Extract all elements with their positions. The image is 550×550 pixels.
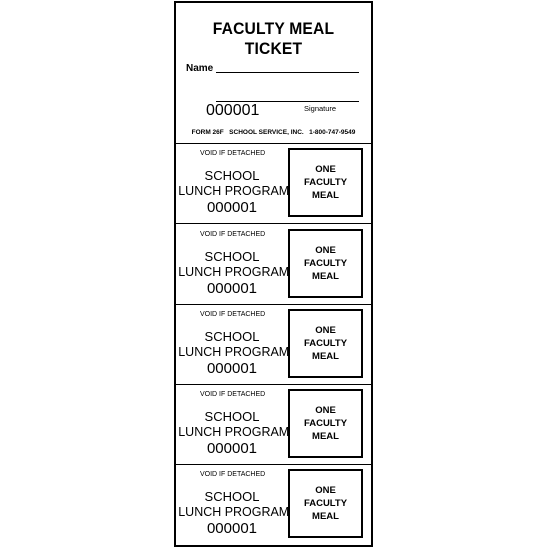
stub-line1: SCHOOL bbox=[204, 249, 260, 264]
meal-line2: FACULTY bbox=[303, 498, 348, 509]
meal-line1: ONE bbox=[315, 245, 336, 256]
stub-line2: LUNCH PROGRAM bbox=[178, 183, 290, 198]
meal-line1: ONE bbox=[315, 325, 336, 336]
meal-ticket: FACULTY MEAL TICKET Name 000001 Signatur… bbox=[174, 1, 373, 547]
meal-line2: FACULTY bbox=[303, 177, 348, 188]
ticket-serial: 000001 bbox=[206, 102, 260, 119]
name-line bbox=[216, 72, 359, 73]
meal-box: ONE FACULTY MEAL bbox=[288, 229, 363, 298]
void-notice: VOID IF DETACHED bbox=[200, 391, 266, 398]
meal-box: ONE FACULTY MEAL bbox=[288, 148, 363, 217]
ticket-stub: VOID IF DETACHED SCHOOL LUNCH PROGRAM 00… bbox=[176, 224, 371, 305]
signature-line bbox=[216, 101, 359, 102]
meal-line2: FACULTY bbox=[303, 418, 348, 429]
stub-serial: 000001 bbox=[206, 360, 258, 377]
stub-line1: SCHOOL bbox=[204, 329, 260, 344]
form-line: FORM 26F SCHOOL SERVICE, INC. 1-800-747-… bbox=[191, 129, 356, 136]
meal-line1: ONE bbox=[315, 164, 336, 175]
stub-line2: LUNCH PROGRAM bbox=[178, 504, 290, 519]
meal-line3: MEAL bbox=[312, 351, 339, 362]
ticket-stub: VOID IF DETACHED SCHOOL LUNCH PROGRAM 00… bbox=[176, 384, 371, 465]
meal-line3: MEAL bbox=[312, 431, 339, 442]
stub-serial: 000001 bbox=[206, 440, 258, 457]
meal-box: ONE FACULTY MEAL bbox=[288, 309, 363, 378]
stub-line2: LUNCH PROGRAM bbox=[178, 424, 290, 439]
meal-line3: MEAL bbox=[312, 271, 339, 282]
void-notice: VOID IF DETACHED bbox=[200, 150, 266, 157]
ticket-header: FACULTY MEAL TICKET Name 000001 Signatur… bbox=[176, 3, 371, 144]
signature-label: Signature bbox=[304, 104, 337, 113]
void-notice: VOID IF DETACHED bbox=[200, 471, 266, 478]
stub-line2: LUNCH PROGRAM bbox=[178, 344, 290, 359]
stub-line2: LUNCH PROGRAM bbox=[178, 264, 290, 279]
meal-box: ONE FACULTY MEAL bbox=[288, 469, 363, 538]
name-label: Name bbox=[186, 63, 214, 74]
meal-line1: ONE bbox=[315, 405, 336, 416]
ticket-stub: VOID IF DETACHED SCHOOL LUNCH PROGRAM 00… bbox=[176, 143, 371, 224]
meal-line3: MEAL bbox=[312, 511, 339, 522]
stub-serial: 000001 bbox=[206, 280, 258, 297]
stub-serial: 000001 bbox=[206, 520, 258, 537]
void-notice: VOID IF DETACHED bbox=[200, 231, 266, 238]
void-notice: VOID IF DETACHED bbox=[200, 311, 266, 318]
meal-line2: FACULTY bbox=[303, 258, 348, 269]
meal-line1: ONE bbox=[315, 485, 336, 496]
meal-box: ONE FACULTY MEAL bbox=[288, 389, 363, 458]
ticket-stub: VOID IF DETACHED SCHOOL LUNCH PROGRAM 00… bbox=[176, 464, 371, 545]
meal-line2: FACULTY bbox=[303, 338, 348, 349]
ticket-title: FACULTY MEAL TICKET bbox=[212, 19, 335, 58]
ticket-stub: VOID IF DETACHED SCHOOL LUNCH PROGRAM 00… bbox=[176, 304, 371, 385]
stub-line1: SCHOOL bbox=[204, 168, 260, 183]
meal-line3: MEAL bbox=[312, 190, 339, 201]
stub-line1: SCHOOL bbox=[204, 409, 260, 424]
stub-serial: 000001 bbox=[206, 199, 258, 216]
stub-line1: SCHOOL bbox=[204, 489, 260, 504]
